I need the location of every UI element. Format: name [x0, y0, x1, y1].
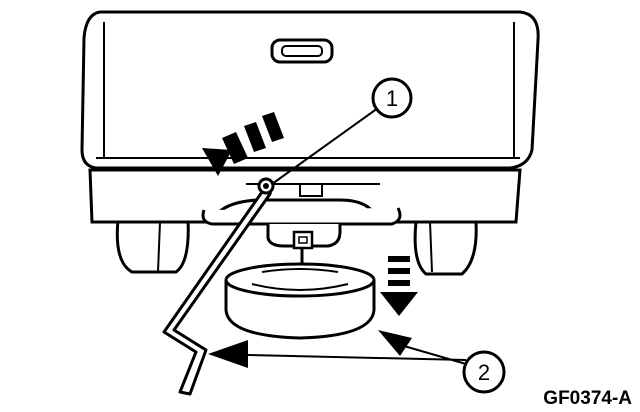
insert-direction-arrow: [202, 112, 284, 176]
callout-2-leader-a: [247, 354, 467, 361]
rear-wheels: [115, 218, 478, 276]
callout-1-number: 1: [386, 86, 398, 111]
handle-end-arrow: [208, 340, 248, 368]
left-rear-wheel: [115, 218, 190, 274]
callout-leaders: [247, 107, 467, 365]
tailgate-handle: [270, 38, 334, 64]
tire-arrow: [378, 330, 412, 356]
jack-handle: [162, 177, 275, 396]
tailgate: [80, 10, 540, 170]
spare-tire: [224, 262, 376, 340]
figure-code: GF0374-A: [543, 388, 632, 409]
callout-1: 1: [371, 77, 413, 119]
rear-bumper: [88, 168, 522, 224]
lower-direction-arrow: [380, 256, 418, 316]
callout-2-leader-b: [403, 345, 467, 365]
callout-2-number: 2: [478, 360, 490, 385]
callout-1-leader: [271, 107, 379, 185]
callout-2: 2: [462, 350, 506, 394]
right-rear-wheel: [413, 220, 478, 276]
